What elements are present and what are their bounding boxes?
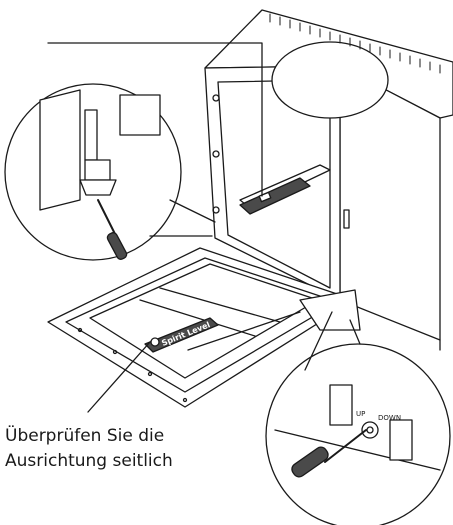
- caption-line-1: Überprüfen Sie die: [5, 426, 165, 446]
- dishwasher-cabinet: [204, 9, 453, 351]
- caption-line-2: Ausrichtung seitlich: [5, 451, 173, 471]
- pointer-line-caption: [87, 341, 151, 413]
- detail-circle-left: [4, 83, 216, 261]
- dial-up-label: UP: [356, 410, 365, 418]
- spirit-level-door: [144, 317, 219, 353]
- spray-arm-disk: [271, 41, 389, 119]
- dial-down-label: DOWN: [378, 414, 401, 422]
- top-vent: [269, 13, 441, 74]
- caption: Überprüfen Sie die Ausrichtung seitlich: [5, 424, 173, 474]
- spirit-level-interior: [239, 177, 311, 215]
- detail-circle-right: [265, 311, 451, 525]
- pointer-line-top: [47, 42, 263, 197]
